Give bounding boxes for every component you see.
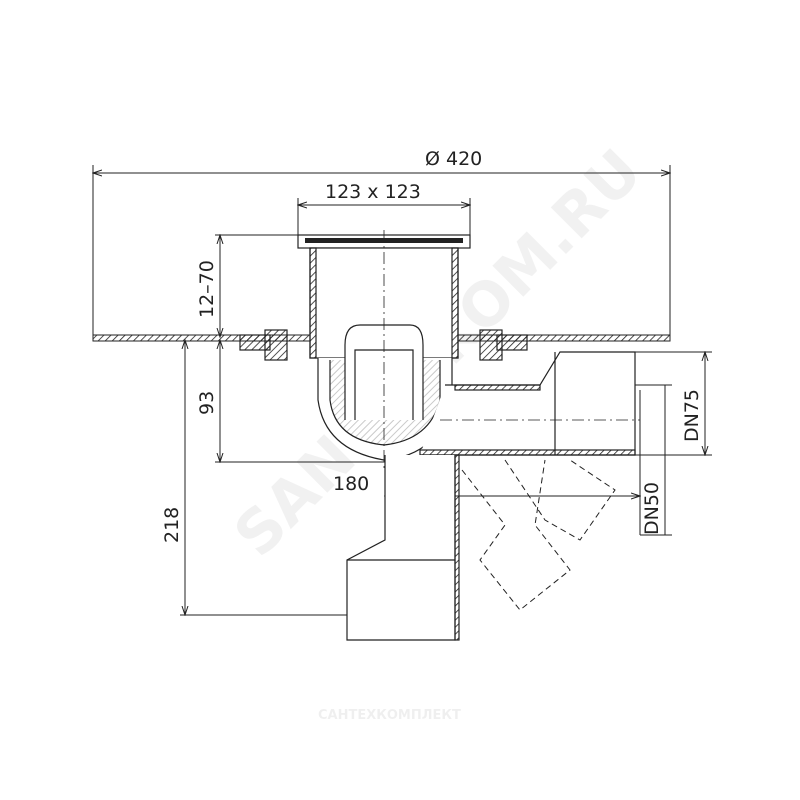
dim-height-adjust: 12–70 [196, 260, 218, 318]
dimension-lines [93, 165, 712, 615]
vertical-outlet-pipe [346, 454, 460, 641]
watermark-footer: САНТЕХКОМПЛЕКТ [318, 708, 461, 723]
dim-dn50: DN50 [641, 482, 663, 535]
dim-dn75: DN75 [681, 389, 703, 442]
alternative-outlet-positions [461, 459, 616, 611]
dim-diameter: Ø 420 [425, 148, 482, 170]
horizontal-outlet-pipe [419, 351, 640, 456]
drain-body [239, 230, 528, 470]
dim-grate-size: 123 x 123 [325, 181, 421, 203]
dim-body-depth: 93 [196, 391, 218, 415]
dim-outlet-offset: 180 [333, 473, 369, 495]
dim-total-depth: 218 [161, 507, 183, 543]
